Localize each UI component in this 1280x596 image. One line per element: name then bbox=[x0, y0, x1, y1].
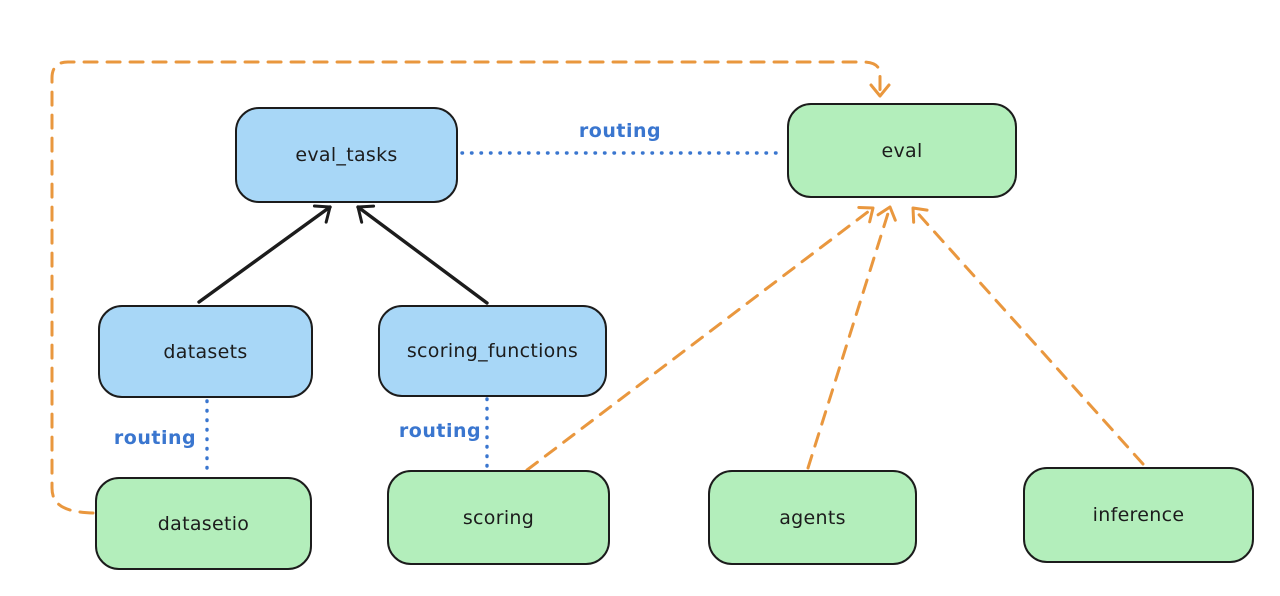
edge-label-routing-1: routing bbox=[113, 427, 197, 449]
node-label-scoring: scoring bbox=[462, 506, 535, 529]
node-datasets: datasets bbox=[98, 305, 313, 398]
node-label-inference: inference bbox=[1092, 504, 1185, 526]
node-scoring: scoring bbox=[387, 470, 610, 565]
edge-scoring_functions-to-eval_tasks bbox=[356, 204, 489, 305]
node-eval_tasks: eval_tasks bbox=[235, 107, 458, 203]
node-scoring_functions: scoring_functions bbox=[378, 305, 607, 397]
node-label-eval: eval bbox=[881, 139, 923, 162]
node-inference: inference bbox=[1023, 467, 1254, 563]
edge-datasets-to-eval_tasks bbox=[197, 204, 332, 304]
node-label-agents: agents bbox=[779, 506, 846, 529]
node-label-scoring_functions: scoring_functions bbox=[406, 340, 579, 362]
edge-label-routing-2: routing bbox=[398, 420, 482, 442]
edge-scoring-to-eval bbox=[525, 205, 875, 472]
node-label-datasetio: datasetio bbox=[157, 512, 250, 535]
edge-agents-to-eval bbox=[806, 205, 897, 470]
node-datasetio: datasetio bbox=[95, 477, 312, 570]
node-agents: agents bbox=[708, 470, 917, 565]
edge-datasetio-to-eval bbox=[50, 60, 891, 515]
edge-label-routing-0: routing bbox=[578, 120, 662, 142]
edge-inference-to-eval bbox=[911, 206, 1145, 466]
node-eval: eval bbox=[787, 103, 1017, 198]
node-label-datasets: datasets bbox=[163, 340, 248, 363]
node-label-eval_tasks: eval_tasks bbox=[295, 144, 398, 166]
